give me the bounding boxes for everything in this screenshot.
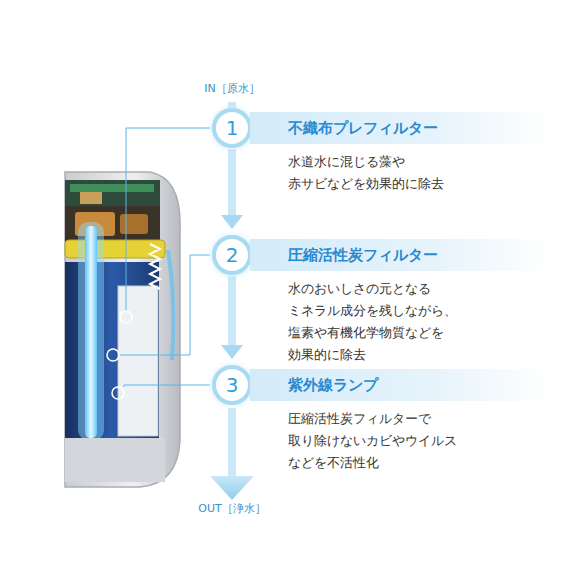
circuit-board (70, 184, 154, 192)
uv-glow (78, 222, 104, 440)
flow-head (210, 476, 254, 500)
spring (150, 244, 160, 289)
step-circle: 3 (212, 365, 252, 405)
step-block: 圧縮活性炭フィルター水のおいしさの元となる ミネラル成分を残しながら、 塩素や有… (250, 239, 550, 366)
leader-dot (112, 387, 124, 399)
step-number: 3 (226, 375, 239, 395)
leader-line (124, 385, 210, 387)
leader-line (126, 128, 210, 311)
step-circle: 2 (212, 235, 252, 275)
housing (65, 172, 180, 487)
brass-part (120, 214, 148, 234)
leader-dot (120, 311, 132, 323)
step-heading: 紫外線ランプ (288, 376, 378, 395)
heading-band: 紫外線ランプ (250, 369, 550, 401)
step-number: 1 (226, 118, 239, 138)
heading-band: 不織布プレフィルター (250, 112, 550, 144)
flow-arrow (168, 250, 173, 360)
flow-arrow (228, 149, 236, 219)
step-block: 不織布プレフィルター水道水に混じる藻や 赤サビなどを効果的に除去 (250, 112, 550, 195)
flow-label: IN［原水］ (204, 82, 259, 96)
leader-line (119, 255, 210, 355)
heading-band: 圧縮活性炭フィルター (250, 239, 550, 271)
flow-label: OUT［浄水］ (198, 502, 265, 516)
step-description: 水のおいしさの元となる ミネラル成分を残しながら、 塩素や有機化学物質などを 効… (250, 278, 493, 366)
step-heading: 圧縮活性炭フィルター (288, 246, 438, 265)
step-description: 圧縮活性炭フィルターで 取り除けないカビやウイルス などを不活性化 (250, 408, 493, 474)
circuit-board (65, 180, 160, 206)
component (80, 192, 102, 204)
flow-arrow (228, 276, 236, 349)
step-description: 水道水に混じる藻や 赤サビなどを効果的に除去 (250, 151, 493, 195)
step-circle: 1 (212, 108, 252, 148)
step-heading: 不織布プレフィルター (288, 119, 438, 138)
uv-lamp (85, 226, 97, 438)
step-block: 紫外線ランプ圧縮活性炭フィルターで 取り除けないカビやウイルス などを不活性化 (250, 369, 550, 474)
step-number: 2 (226, 245, 239, 265)
housing-base (65, 438, 165, 482)
flow-shaft (228, 408, 236, 480)
filter-sleeve (118, 286, 158, 436)
leader-dot (107, 349, 119, 361)
